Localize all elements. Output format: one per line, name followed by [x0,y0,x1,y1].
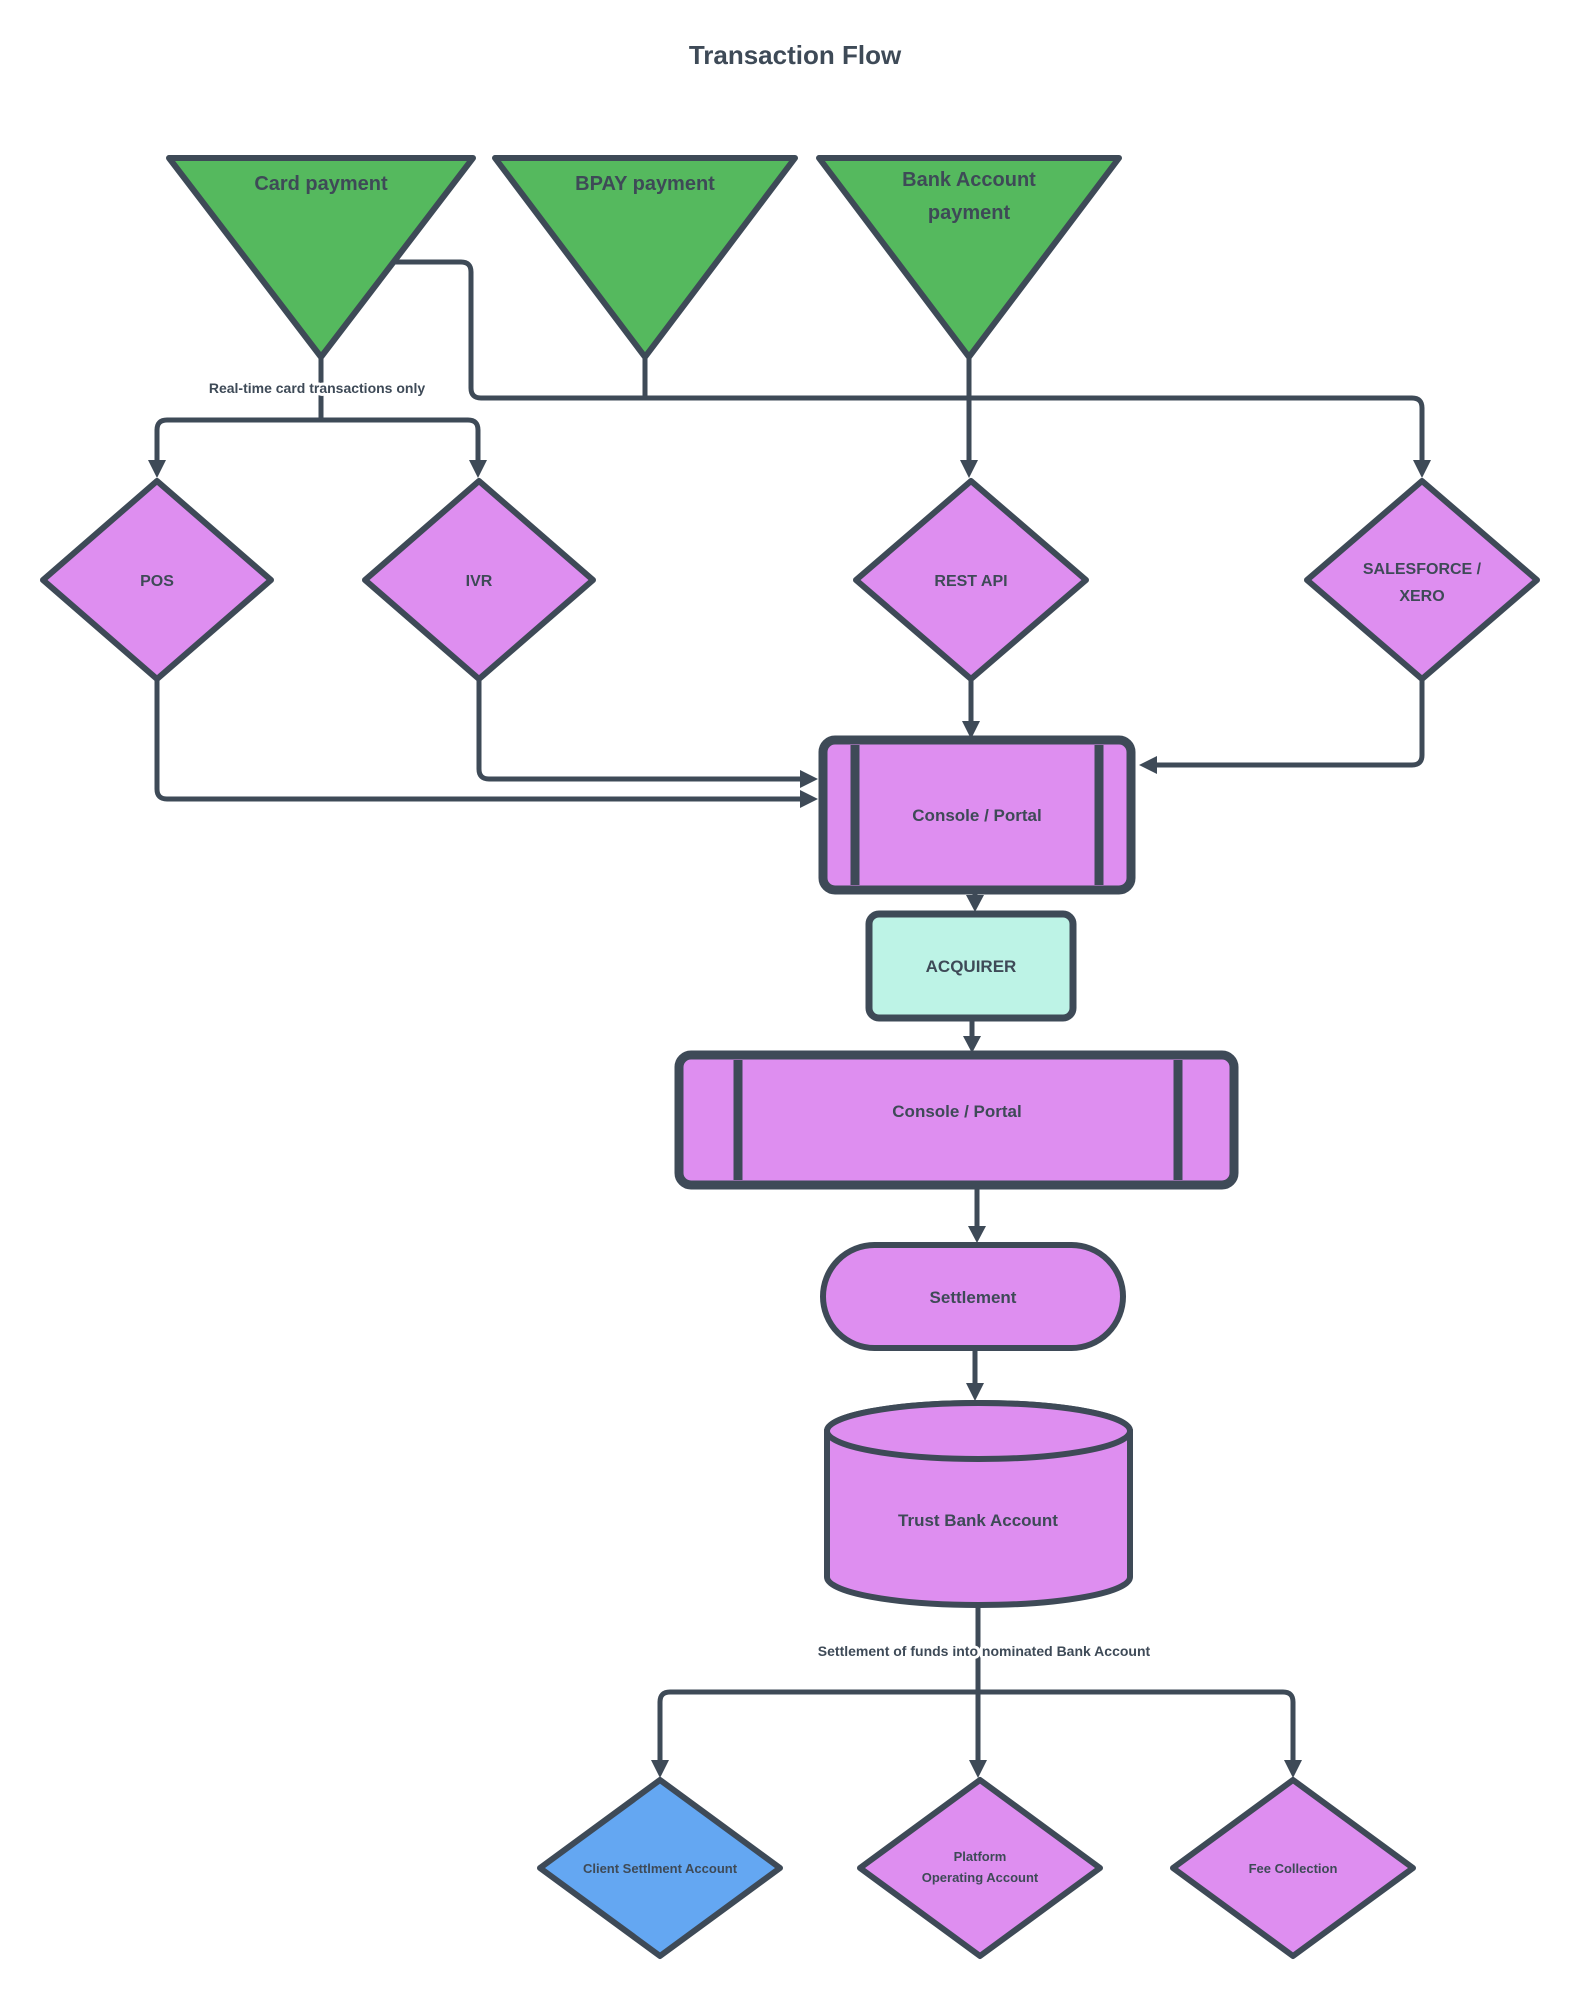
bank-account-payment-label-line1: Bank Account [902,169,1036,191]
arrowhead-rest-console [962,721,980,739]
connector-pos-to-console [154,676,803,802]
connector-card-rail [387,259,1425,463]
card-payment-triangle: Card payment [166,155,476,360]
rest-api-shape [853,478,1089,682]
salesforce-xero-diamond: SALESFORCE / XERO [1304,478,1540,682]
pos-label: POS [140,573,174,590]
bank-account-payment-triangle: Bank Account payment [816,155,1122,360]
arrowhead-to-fee-collection [1284,1760,1302,1778]
page-title: Transaction Flow [689,40,902,70]
arrowhead-console2-settlement [968,1226,986,1243]
arrowhead-settlement-trust [966,1383,984,1401]
fee-collection-label: Fee Collection [1249,1861,1338,1876]
arrowhead-acquirer-console2 [963,1036,981,1053]
bank-account-payment-shape [816,155,1122,360]
connector-destination-bar [657,1689,1296,1763]
trust-bank-account-label: Trust Bank Account [898,1511,1058,1530]
arrowhead-to-rest-api [960,460,978,478]
platform-operating-account-diamond: Platform Operating Account [857,1777,1103,1959]
console-portal-top-box: Console / Portal [818,735,1136,895]
console-portal-bottom-label: Console / Portal [892,1102,1021,1121]
settlement-shape [820,1242,1126,1351]
arrowhead-console-acquirer [966,895,984,912]
card-payment-shape [166,155,476,360]
platform-operating-account-label-line1: Platform [954,1849,1007,1864]
arrowhead-to-salesforce [1413,460,1431,478]
connector-salesforce-to-console [1154,676,1425,768]
card-payment-label: Card payment [254,173,388,195]
ivr-shape [362,478,596,682]
console-portal-bottom-shape [674,1050,1239,1190]
rest-api-label: REST API [934,573,1007,590]
ivr-diamond: IVR [362,478,596,682]
bpay-payment-shape [492,155,798,360]
ivr-label: IVR [466,573,493,590]
fee-collection-shape [1170,1777,1416,1959]
bpay-payment-triangle: BPAY payment [492,155,798,360]
settlement-note-label: Settlement of funds into nominated Bank … [818,1643,1151,1659]
platform-operating-account-label-line2: Operating Account [922,1870,1039,1885]
client-settlement-account-label: Client Settlment Account [583,1861,738,1876]
platform-operating-account-shape [857,1777,1103,1959]
acquirer-shape [865,910,1077,1022]
pos-shape [40,478,274,682]
bpay-payment-label: BPAY payment [575,173,715,195]
realtime-note-label: Real-time card transactions only [209,380,426,396]
trust-bank-account-cylinder: Trust Bank Account [824,1400,1133,1608]
arrowhead-salesforce-console [1139,756,1157,774]
client-settlement-account-shape [537,1777,783,1959]
console-portal-top-label: Console / Portal [912,806,1041,825]
arrowhead-ivr-console [800,770,818,788]
connectors [148,259,1431,1778]
arrowhead-to-platform [969,1760,987,1778]
trust-bank-account-top [824,1400,1133,1462]
arrowhead-pos-console [800,790,818,808]
connector-ivr-to-console [476,676,803,782]
console-portal-bottom-box: Console / Portal [674,1050,1239,1190]
salesforce-xero-label-line2: XERO [1399,588,1444,605]
pos-diamond: POS [40,478,274,682]
settlement-stadium: Settlement [820,1242,1126,1351]
console-portal-top-shape [818,735,1136,895]
fee-collection-diamond: Fee Collection [1170,1777,1416,1959]
salesforce-xero-shape [1304,478,1540,682]
bank-account-payment-label-line2: payment [928,202,1011,224]
settlement-label: Settlement [930,1288,1017,1307]
salesforce-xero-label-line1: SALESFORCE / [1363,561,1482,578]
connector-card-split-bar [154,417,481,463]
arrowhead-to-pos [148,460,166,478]
rest-api-diamond: REST API [853,478,1089,682]
arrowhead-to-ivr [469,460,487,478]
acquirer-label: ACQUIRER [926,957,1017,976]
arrowhead-to-client-settlement [651,1760,669,1778]
acquirer-box: ACQUIRER [865,910,1077,1022]
client-settlement-account-diamond: Client Settlment Account [537,1777,783,1959]
